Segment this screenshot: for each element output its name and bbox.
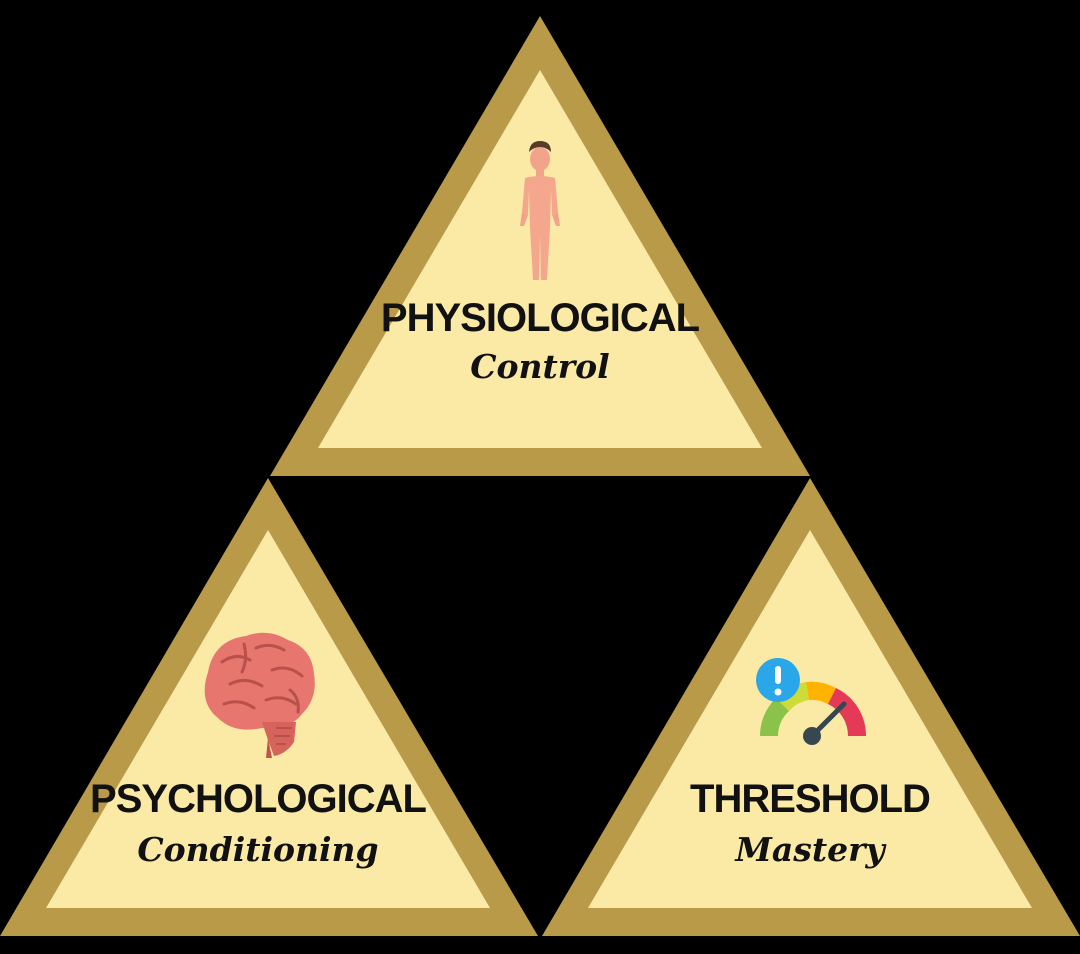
conditioning-subtitle: Conditioning [137, 830, 378, 869]
triangle-top-fill [318, 70, 762, 448]
triangle-threshold: THRESHOLD Mastery [542, 478, 1080, 936]
triangle-physiological: PHYSIOLOGICAL Control [270, 16, 810, 476]
brain-icon [204, 632, 315, 758]
physiological-title: PHYSIOLOGICAL [381, 296, 700, 340]
gauge-alert-icon [756, 658, 867, 745]
triangle-right-fill [588, 530, 1032, 908]
control-subtitle: Control [470, 347, 609, 386]
mastery-subtitle: Mastery [734, 830, 887, 869]
human-body-icon [520, 141, 560, 280]
triangle-psychological: PSYCHOLOGICAL Conditioning [0, 478, 538, 936]
psychological-title: PSYCHOLOGICAL [90, 777, 426, 821]
threshold-title: THRESHOLD [690, 777, 930, 821]
